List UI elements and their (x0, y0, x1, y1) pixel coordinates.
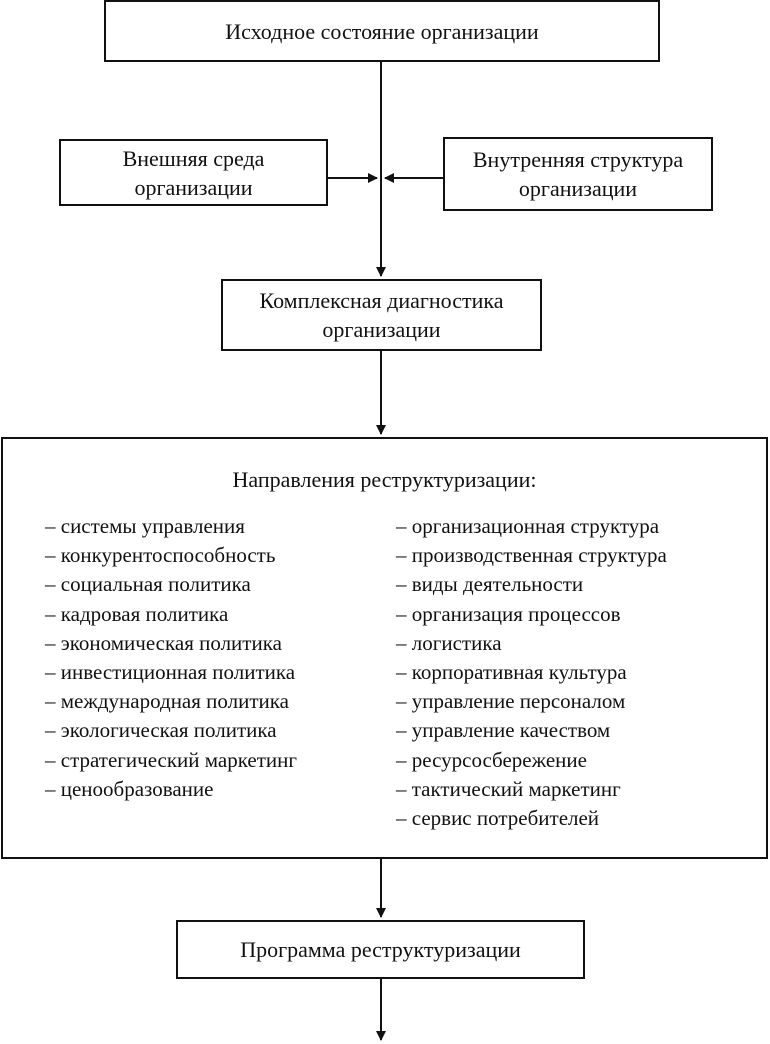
direction-item: – тактический маркетинг (396, 776, 621, 801)
direction-item: – управление персоналом (396, 689, 626, 714)
directions-right-list: – организационная структура – производст… (396, 512, 667, 833)
external-environment-label: Внешняя среда организации (122, 145, 265, 200)
restructuring-program-box: Программа реструктуризации (176, 920, 585, 979)
direction-item: – экологическая политика (45, 718, 277, 743)
direction-item: – системы управления (45, 514, 245, 538)
diagnostics-label: Комплексная диагностика организации (259, 288, 504, 342)
direction-item: – конкурентоспособность (45, 543, 276, 568)
internal-structure-label: Внутренняя структура организации (472, 147, 684, 201)
directions-left-list: – системы управления – конкурентоспособн… (45, 512, 297, 804)
direction-item: – логистика (396, 630, 502, 655)
program-label: Программа реструктуризации (240, 937, 521, 962)
direction-item: – ресурсосбережение (396, 747, 587, 772)
initial-state-label: Исходное состояние организации (225, 18, 539, 44)
direction-item: – социальная политика (45, 572, 251, 597)
diagnostics-box: Комплексная диагностика организации (221, 279, 542, 351)
direction-item: – инвестиционная политика (45, 660, 296, 685)
direction-item: – стратегический маркетинг (45, 747, 298, 772)
direction-item: – виды деятельности (396, 572, 584, 597)
external-environment-box: Внешняя среда организации (59, 139, 328, 206)
restructuring-directions-box: Направления реструктуризации: – системы … (1, 437, 768, 859)
direction-item: – ценообразование (45, 776, 214, 801)
direction-item: – организация процессов (396, 601, 621, 626)
direction-item: – экономическая политика (45, 630, 282, 655)
direction-item: – сервис потребителей (396, 806, 600, 831)
initial-state-box: Исходное состояние организации (104, 0, 660, 62)
internal-structure-box: Внутренняя структура организации (443, 137, 713, 211)
directions-title: Направления реструктуризации: (232, 467, 537, 492)
direction-item: – корпоративная культура (396, 660, 627, 685)
direction-item: – международная политика (45, 689, 289, 714)
direction-item: – кадровая политика (45, 601, 229, 626)
direction-item: – организационная структура (396, 514, 660, 538)
direction-item: – производственная структура (396, 543, 667, 568)
direction-item: – управление качеством (396, 718, 611, 743)
